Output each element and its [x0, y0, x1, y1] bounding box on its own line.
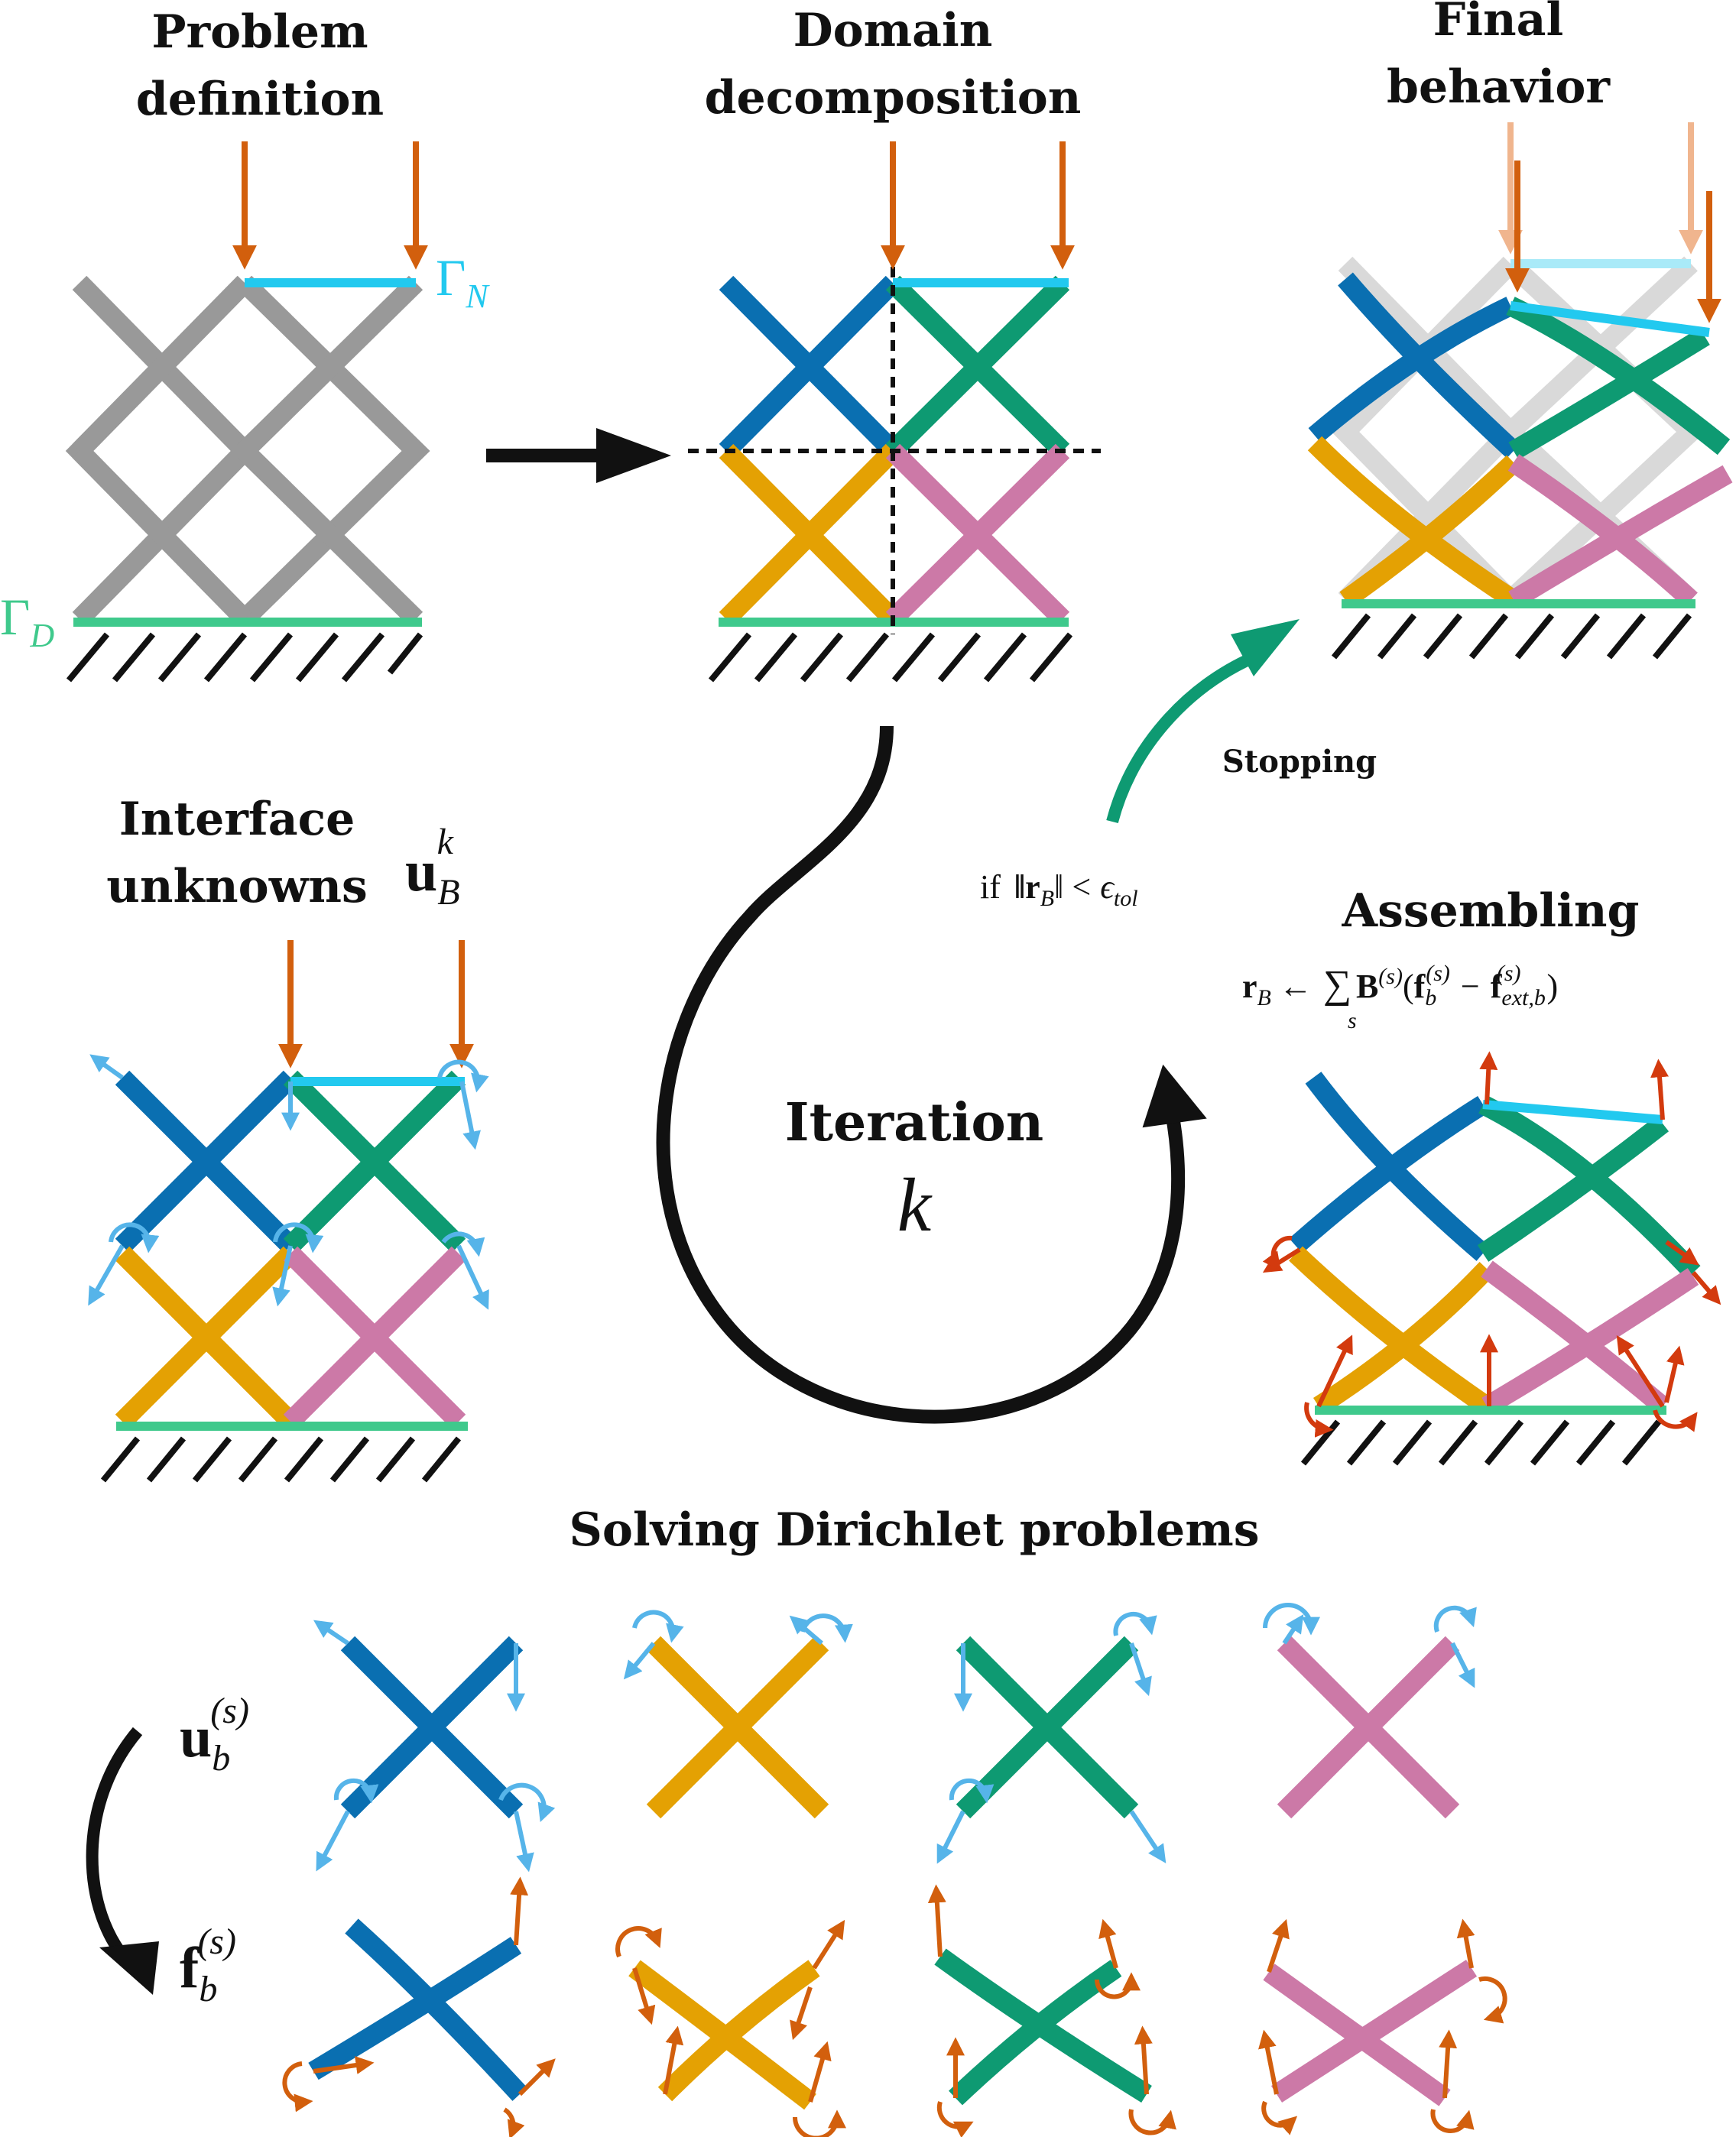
assembled-blue [1289, 1072, 1490, 1261]
residual-arrows [1262, 1051, 1721, 1438]
lattice-problem [65, 275, 430, 627]
subdomain-blue [719, 275, 900, 459]
title-assembling: Assembling [1342, 884, 1640, 938]
lattice-strut [237, 275, 430, 627]
solve-blue-f [308, 1918, 527, 2101]
subdomain-pink [885, 443, 1070, 627]
title-interface-1: Interface [119, 793, 355, 846]
solve-blue-u [340, 1636, 524, 1819]
solve-orange-u [646, 1636, 829, 1819]
title-interface-2: unknowns [106, 860, 368, 913]
title-problem-2: definition [136, 73, 384, 126]
f-b-s-label: fb(s) [180, 1921, 236, 2009]
u-b-k-label: uBk [405, 822, 460, 913]
reaction-force-arrows [282, 1876, 1507, 2137]
sum-index: s [1348, 1008, 1357, 1033]
curved-black-arrow-icon [86, 1727, 143, 1969]
solve-pink-f [1263, 1960, 1478, 2106]
black-arrowhead [99, 1941, 159, 1995]
lattice-strut [230, 275, 423, 627]
interface-pink [283, 1246, 466, 1429]
lattice-strut [65, 275, 252, 627]
solve-orange-f [628, 1960, 820, 2110]
iteration-k: k [897, 1163, 933, 1247]
title-iteration: Iteration [785, 1092, 1043, 1153]
subdomain-green-deformed [1506, 297, 1731, 460]
title-solving: Solving Dirichlet problems [569, 1503, 1260, 1557]
subdomain-green [885, 275, 1070, 459]
title-problem-1: Problem [151, 5, 368, 59]
interface-blue [115, 1070, 298, 1253]
green-arrowhead [1231, 619, 1300, 676]
neumann-boundary [1482, 1100, 1663, 1124]
neumann-boundary-deformed [1510, 301, 1710, 337]
title-final-1: Final [1433, 0, 1564, 47]
assembled-green [1477, 1095, 1701, 1279]
u-b-s-label: ub(s) [180, 1691, 249, 1779]
subdomain-orange-deformed [1307, 436, 1520, 608]
solve-pink-u [1277, 1636, 1460, 1819]
assembling-formula: rB←∑B(s)(fb(s)−fext,b(s)) [1242, 961, 1558, 1010]
gamma-n-label: ΓN [436, 248, 490, 315]
interface-orange [115, 1246, 298, 1429]
solve-green-u [956, 1636, 1139, 1819]
subdomain-pink-deformed [1507, 454, 1733, 609]
assembled-orange [1289, 1246, 1494, 1415]
title-final-2: behavior [1387, 60, 1611, 114]
curved-green-arrow-icon [1106, 651, 1257, 824]
arrow-right-icon [486, 428, 671, 483]
ground-hatch-icon [66, 632, 423, 683]
lattice-strut [72, 275, 259, 627]
solve-green-f [934, 1948, 1152, 2106]
interface-green [283, 1070, 466, 1253]
ground-hatch-icon [100, 1436, 462, 1483]
subdomain-orange [719, 443, 900, 627]
ground-hatch-icon [1331, 613, 1692, 660]
stopping-criterion: if‖rB‖ <ϵtol [980, 868, 1138, 911]
assembled-pink [1481, 1260, 1699, 1415]
displacement-arrows [88, 1054, 489, 1310]
title-domain-2: decomposition [705, 71, 1082, 125]
lattice-strut [72, 275, 252, 627]
cycle-arrow-icon [656, 725, 1185, 1424]
gamma-d-label: ΓD [0, 588, 54, 654]
lattice-undeformed [1331, 256, 1706, 608]
ground-hatch-icon [1300, 1419, 1662, 1466]
cycle-arrowhead [1142, 1064, 1207, 1128]
ground-hatch-icon [708, 632, 1073, 683]
subdomain-blue-deformed [1308, 272, 1520, 459]
title-domain-1: Domain [793, 4, 993, 57]
label-stopping: Stopping [1222, 744, 1377, 780]
prescribed-displacement-arrows [313, 1603, 1477, 1873]
